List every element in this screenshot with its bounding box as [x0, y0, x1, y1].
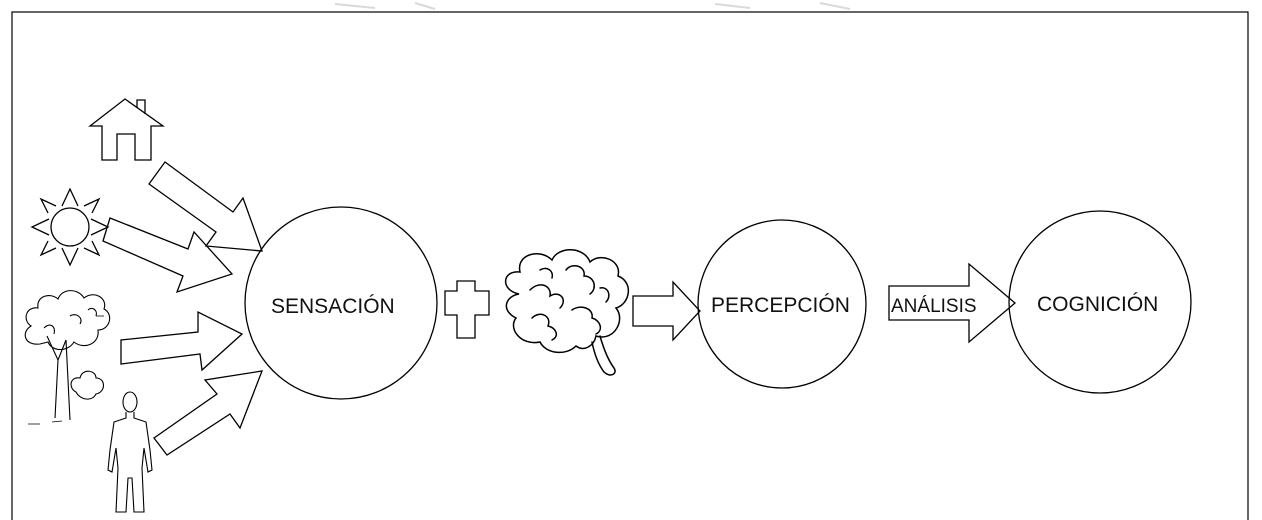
input-arrows — [102, 161, 264, 456]
arrow-to-percepcion — [632, 280, 701, 342]
tree-icon — [24, 290, 111, 425]
diagram-frame — [11, 11, 1249, 520]
sun-icon — [30, 187, 110, 267]
human-figure-icon — [107, 391, 153, 513]
arrow-tree-to-sensacion — [120, 310, 244, 372]
brain-icon — [504, 249, 629, 376]
cognicion-node — [1008, 210, 1192, 394]
plus-icon — [444, 280, 490, 339]
cognicion-label: COGNICIÓN — [1037, 293, 1158, 316]
analisis-label: ANÁLISIS — [891, 296, 977, 317]
sensacion-label: SENSACIÓN — [271, 295, 395, 318]
arrow-house-to-sensacion — [148, 161, 263, 252]
arrow-sun-to-sensacion — [102, 217, 234, 294]
house-icon — [88, 98, 166, 161]
percepcion-node — [697, 219, 867, 389]
percepcion-label: PERCEPCIÓN — [711, 294, 850, 317]
analisis-arrow — [888, 262, 1017, 344]
sensacion-node — [244, 206, 438, 400]
arrow-figure-to-sensacion — [153, 370, 264, 456]
top-scan-artifacts — [334, 2, 851, 10]
